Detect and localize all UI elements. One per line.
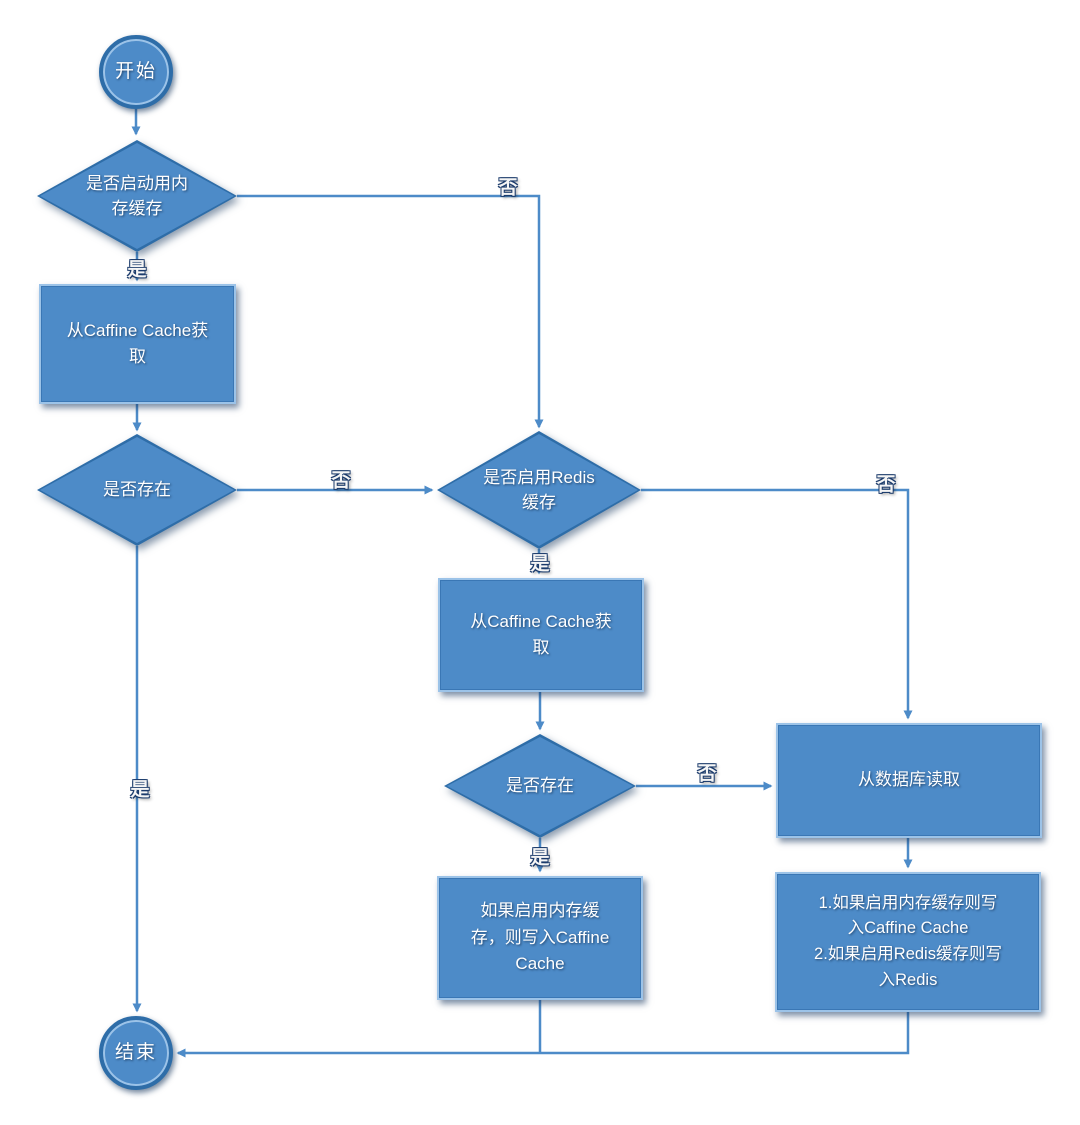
connector-memdecision-no-to-redisdecision — [237, 194, 544, 429]
edge-label-yes-memdecision: 是 — [127, 259, 147, 281]
decision-exists-2: 是否存在 — [444, 734, 636, 838]
process-caffeine-get-2: 从Caffine Cache获 取 — [438, 578, 644, 692]
process-caffeine-get-1: 从Caffine Cache获 取 — [39, 284, 236, 404]
decision-memory-cache: 是否启动用内 存缓存 — [37, 140, 237, 252]
end-node: 结束 — [99, 1016, 173, 1090]
process-write-both: 1.如果启用内存缓存则写 入Caffine Cache 2.如果启用Redis缓… — [775, 872, 1041, 1012]
edge-label-no-memdecision: 否 — [498, 177, 518, 199]
decision-redis-cache: 是否启用Redis 缓存 — [437, 431, 641, 549]
decision-exists-2-label: 是否存在 — [506, 776, 574, 796]
decision-exists-1: 是否存在 — [37, 434, 237, 546]
edge-label-no-exists1: 否 — [331, 470, 351, 492]
connector-writeboth-to-end — [176, 1012, 910, 1058]
connector-redisdecision-no-to-database — [641, 488, 913, 720]
process-read-database: 从数据库读取 — [776, 723, 1042, 838]
start-node: 开始 — [99, 35, 173, 109]
decision-memory-cache-label: 是否启动用内 存缓存 — [86, 173, 188, 219]
edge-label-yes-exists1: 是 — [130, 779, 150, 801]
decision-exists-1-label: 是否存在 — [103, 480, 171, 500]
edge-label-no-redisdecision: 否 — [876, 474, 896, 496]
process-write-caffeine: 如果启用内存缓 存，则写入Caffine Cache — [437, 876, 643, 1000]
decision-redis-cache-label: 是否启用Redis 缓存 — [483, 467, 595, 513]
edge-label-yes-exists2: 是 — [530, 847, 550, 869]
edge-label-yes-redisdecision: 是 — [530, 553, 550, 575]
edge-label-no-exists2: 否 — [697, 763, 717, 785]
